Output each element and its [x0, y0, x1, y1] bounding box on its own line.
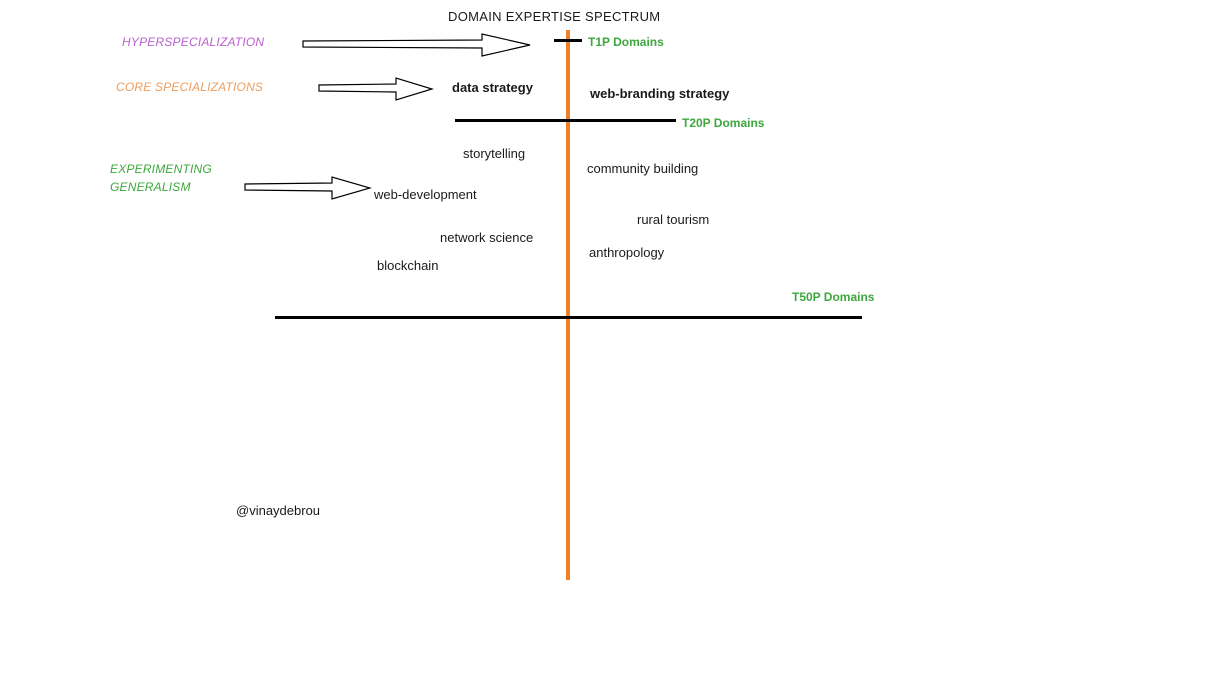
domain-network-science: network science	[440, 230, 534, 245]
domain-community-building: community building	[587, 161, 699, 176]
core-specializations-arrow-icon	[318, 77, 434, 101]
t1p-domains-label: T1P Domains	[588, 35, 664, 49]
t20p-domains-label: T20P Domains	[682, 116, 765, 130]
domain-web-branding-strategy: web-branding strategy	[590, 86, 730, 101]
domain-rural-tourism: rural tourism	[637, 212, 710, 227]
spectrum-axis-line	[566, 30, 570, 580]
label-generalism: GENERALISM	[110, 180, 191, 194]
t50p-domains-label: T50P Domains	[792, 290, 875, 304]
hyperspecialization-arrow-icon	[302, 33, 531, 57]
label-hyperspecialization: HYPERSPECIALIZATION	[122, 35, 265, 49]
label-experimenting: EXPERIMENTING	[110, 162, 212, 176]
t1p-tick-line	[554, 39, 582, 42]
domain-anthropology: anthropology	[589, 245, 665, 260]
domain-web-development: web-development	[374, 187, 477, 202]
domain-blockchain: blockchain	[377, 258, 439, 273]
t50p-boundary-line	[275, 316, 862, 319]
label-core-specializations: CORE SPECIALIZATIONS	[116, 80, 264, 94]
t20p-boundary-line	[455, 119, 676, 122]
domain-data-strategy: data strategy	[452, 80, 533, 95]
credit-handle: @vinaydebrou	[236, 503, 321, 518]
domain-storytelling: storytelling	[463, 146, 526, 161]
generalism-arrow-icon	[244, 176, 372, 200]
diagram-title: DOMAIN EXPERTISE SPECTRUM	[448, 9, 661, 24]
label-experimenting-generalism: EXPERIMENTING GENERALISM	[110, 160, 212, 196]
